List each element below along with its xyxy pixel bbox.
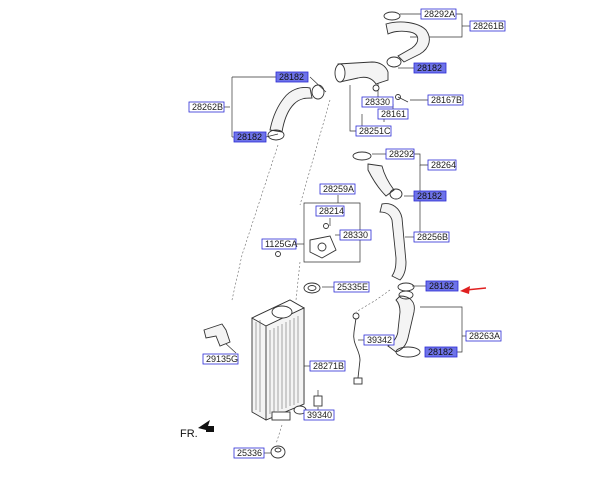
label-28330-upper[interactable]: 28330: [361, 96, 394, 108]
label-28182-top-right[interactable]: 28182: [413, 62, 447, 74]
bracket-29135G: [203, 323, 231, 347]
label-39342[interactable]: 39342: [363, 334, 395, 346]
svg-text:39342: 39342: [367, 335, 392, 345]
front-label: FR.: [180, 428, 198, 440]
label-1125GA[interactable]: 1125GA: [261, 238, 297, 250]
svg-text:28161: 28161: [381, 109, 406, 119]
label-28330-lower[interactable]: 28330: [339, 229, 372, 241]
label-39340[interactable]: 39340: [303, 409, 335, 421]
svg-text:28182: 28182: [279, 72, 304, 82]
svg-text:28182: 28182: [428, 347, 453, 357]
label-28182-pointed[interactable]: 28182: [425, 280, 459, 292]
svg-text:28292: 28292: [389, 149, 414, 159]
hose-clamp-icon: [383, 11, 401, 21]
label-28256B[interactable]: 28256B: [413, 231, 450, 243]
label-28292A[interactable]: 28292A: [420, 8, 457, 20]
svg-text:29135G: 29135G: [206, 354, 238, 364]
svg-text:28256B: 28256B: [417, 232, 448, 242]
lower-right-hose: [387, 290, 421, 358]
label-28182-middle[interactable]: 28182: [413, 190, 447, 202]
cooler-fins: [255, 316, 299, 414]
label-29135G[interactable]: 29135G: [202, 353, 239, 365]
label-28167B[interactable]: 28167B: [427, 94, 464, 106]
svg-text:28182: 28182: [429, 281, 454, 291]
hose-clamp-icon: [386, 56, 402, 68]
svg-text:28251C: 28251C: [359, 126, 391, 136]
svg-text:28182: 28182: [237, 132, 262, 142]
label-25335E[interactable]: 25335E: [333, 281, 370, 293]
bolt-icon: [323, 223, 329, 229]
svg-text:28182: 28182: [417, 191, 442, 201]
sensor-39340: [313, 390, 323, 407]
label-28182-bottom[interactable]: 28182: [424, 346, 458, 358]
svg-text:28259A: 28259A: [323, 184, 354, 194]
sensor-bracket: [275, 223, 337, 259]
svg-text:25336: 25336: [237, 448, 262, 458]
svg-text:28330: 28330: [365, 97, 390, 107]
bolt-icon: [372, 84, 380, 92]
upper-right-hose: [383, 11, 430, 68]
bolt-icon: [275, 251, 281, 257]
svg-text:28271B: 28271B: [313, 361, 344, 371]
label-25336[interactable]: 25336: [233, 447, 265, 459]
label-28259A[interactable]: 28259A: [319, 183, 356, 195]
intercooler-core: [251, 299, 307, 421]
hose-clamp-icon: [352, 151, 372, 161]
label-28182-left[interactable]: 28182: [233, 131, 267, 143]
label-28292[interactable]: 28292: [385, 148, 415, 160]
pointer-arrow-icon: [460, 286, 487, 294]
svg-text:28292A: 28292A: [424, 9, 455, 19]
label-28214[interactable]: 28214: [315, 205, 345, 217]
svg-text:28261B: 28261B: [473, 21, 504, 31]
svg-text:28262B: 28262B: [192, 102, 223, 112]
middle-right-hose: [352, 151, 415, 292]
hose-clamp-icon: [398, 290, 414, 300]
label-28261B[interactable]: 28261B: [469, 20, 506, 32]
label-28264[interactable]: 28264: [427, 159, 457, 171]
hose-clamp-icon: [397, 282, 415, 292]
intercooler-seal: [303, 282, 321, 294]
svg-text:28182: 28182: [417, 63, 442, 73]
upper-left-hose: [267, 84, 325, 141]
temperature-sensor-wire: [352, 312, 363, 385]
svg-text:28167B: 28167B: [431, 95, 462, 105]
hose-clamp-icon: [389, 188, 403, 200]
label-28251C[interactable]: 28251C: [355, 125, 392, 137]
front-direction-marker: FR.: [180, 420, 214, 440]
svg-text:1125GA: 1125GA: [265, 239, 297, 249]
svg-text:25335E: 25335E: [337, 282, 368, 292]
assembly-dashed-lines: [231, 99, 391, 445]
svg-text:39340: 39340: [307, 410, 332, 420]
hose-clamp-icon: [267, 129, 285, 141]
hose-clamp-icon: [395, 346, 421, 358]
label-28262B[interactable]: 28262B: [188, 101, 225, 113]
turbo-pipe: [334, 61, 409, 103]
svg-text:28263A: 28263A: [469, 331, 500, 341]
label-28263A[interactable]: 28263A: [465, 330, 502, 342]
svg-text:28330: 28330: [343, 230, 368, 240]
label-28161[interactable]: 28161: [377, 108, 409, 120]
front-arrow-icon: [198, 420, 214, 432]
label-28271B[interactable]: 28271B: [309, 360, 346, 372]
hose-clamp-icon: [311, 84, 325, 100]
mount-25336: [270, 445, 286, 459]
label-28182-top-left[interactable]: 28182: [275, 71, 309, 83]
svg-text:28264: 28264: [431, 160, 456, 170]
svg-text:28214: 28214: [319, 206, 344, 216]
